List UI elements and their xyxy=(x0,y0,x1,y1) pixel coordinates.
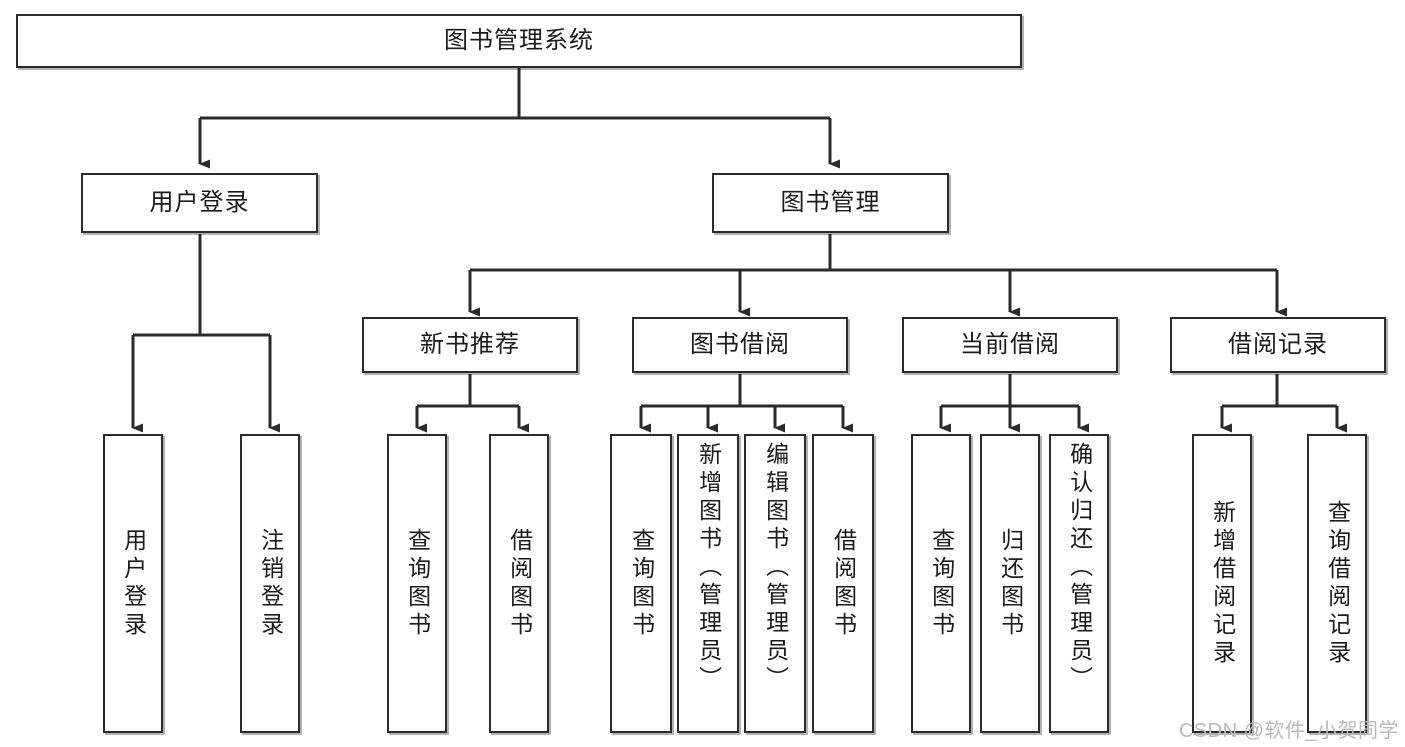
node-new-book-recommend[interactable]: 新书推荐 xyxy=(362,317,578,373)
leaf-current-borrow-confirm-return[interactable]: 确认归还（管理员） xyxy=(1049,434,1109,733)
leaf-user-login-logout[interactable]: 注销登录 xyxy=(240,434,300,733)
node-book-management-system[interactable]: 图书管理系统 xyxy=(16,14,1022,68)
leaf-book-borrow-borrow-book[interactable]: 借阅图书 xyxy=(812,434,874,733)
node-label: 查询借阅记录 xyxy=(1324,499,1351,668)
node-label: 查询图书 xyxy=(404,527,431,640)
node-label: 借阅记录 xyxy=(1228,330,1328,358)
leaf-book-borrow-query-book[interactable]: 查询图书 xyxy=(610,434,672,733)
leaf-current-borrow-query-book[interactable]: 查询图书 xyxy=(911,434,971,733)
node-label: 用户登录 xyxy=(149,188,250,216)
node-label: 图书借阅 xyxy=(690,330,790,358)
node-label: 图书管理系统 xyxy=(444,26,594,54)
leaf-user-login-login[interactable]: 用户登录 xyxy=(103,434,163,733)
leaf-new-book-query-book[interactable]: 查询图书 xyxy=(387,434,447,733)
node-label: 注销登录 xyxy=(257,527,284,640)
leaf-new-book-borrow-book[interactable]: 借阅图书 xyxy=(489,434,549,733)
node-label: 新增图书（管理员） xyxy=(695,442,722,694)
node-book-borrow[interactable]: 图书借阅 xyxy=(632,317,848,373)
node-label: 归还图书 xyxy=(997,527,1024,640)
leaf-current-borrow-return-book[interactable]: 归还图书 xyxy=(980,434,1040,733)
node-label: 新书推荐 xyxy=(420,330,520,358)
leaf-borrow-record-query-record[interactable]: 查询借阅记录 xyxy=(1307,434,1367,733)
leaf-borrow-record-add-record[interactable]: 新增借阅记录 xyxy=(1192,434,1252,733)
node-label: 用户登录 xyxy=(120,527,147,640)
node-label: 借阅图书 xyxy=(830,527,857,640)
node-label: 编辑图书（管理员） xyxy=(762,442,789,694)
leaf-book-borrow-add-book[interactable]: 新增图书（管理员） xyxy=(677,434,739,733)
node-borrow-record[interactable]: 借阅记录 xyxy=(1170,317,1386,373)
node-label: 图书管理 xyxy=(780,188,881,216)
node-label: 当前借阅 xyxy=(960,330,1060,358)
node-current-borrow[interactable]: 当前借阅 xyxy=(902,317,1118,373)
node-label: 借阅图书 xyxy=(506,527,533,640)
node-label: 查询图书 xyxy=(628,527,655,640)
node-label: 新增借阅记录 xyxy=(1209,499,1236,668)
node-user-login[interactable]: 用户登录 xyxy=(81,173,318,233)
node-label: 确认归还（管理员） xyxy=(1066,442,1093,694)
node-book-management[interactable]: 图书管理 xyxy=(712,173,949,233)
leaf-book-borrow-edit-book[interactable]: 编辑图书（管理员） xyxy=(744,434,806,733)
node-label: 查询图书 xyxy=(928,527,955,640)
watermark-text: CSDN @软件_小贺同学 xyxy=(1178,720,1399,742)
